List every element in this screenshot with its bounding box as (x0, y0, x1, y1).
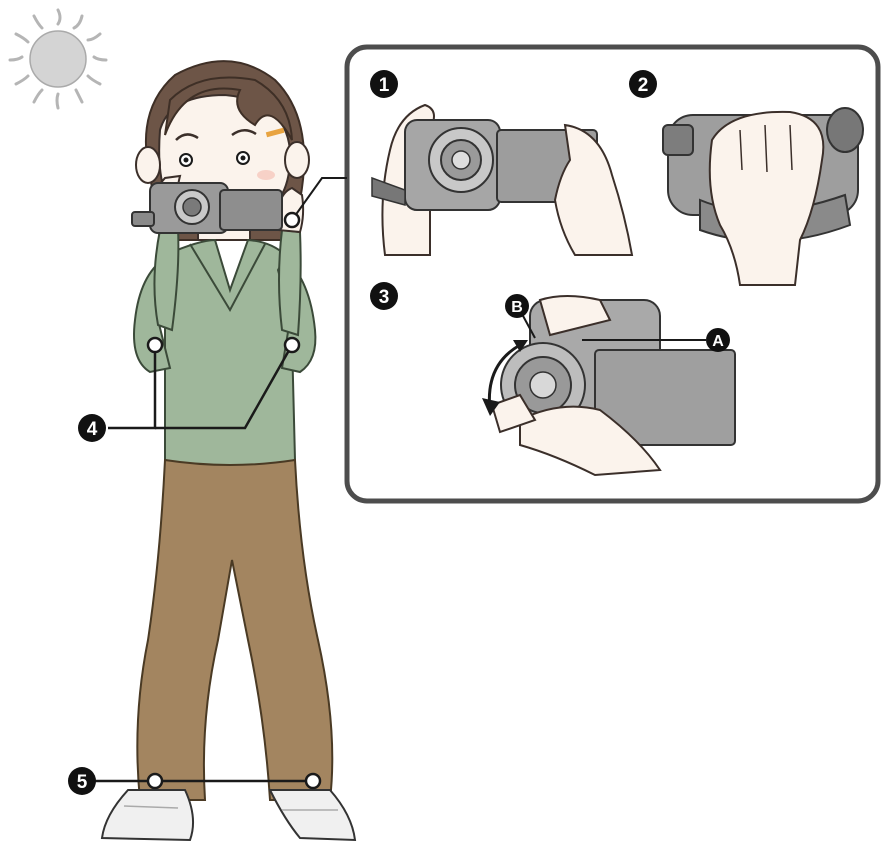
svg-text:A: A (712, 333, 724, 350)
svg-text:5: 5 (77, 772, 88, 793)
marker-2: 2 (629, 70, 657, 98)
svg-text:B: B (511, 299, 523, 316)
person-illustration (102, 61, 355, 840)
marker-a: A (706, 328, 730, 352)
sun-icon (10, 10, 106, 108)
marker-3: 3 (370, 282, 398, 310)
pants (137, 460, 332, 800)
shirt (165, 240, 295, 468)
svg-text:4: 4 (87, 419, 98, 440)
shoe-icon (102, 790, 355, 840)
marker-1: 1 (370, 70, 398, 98)
svg-text:2: 2 (638, 75, 649, 96)
marker-5: 5 (68, 767, 96, 795)
camcorder-icon (132, 183, 282, 233)
marker-b: B (505, 294, 529, 318)
svg-text:1: 1 (379, 75, 390, 96)
marker-4: 4 (78, 414, 106, 442)
svg-text:3: 3 (379, 287, 390, 308)
